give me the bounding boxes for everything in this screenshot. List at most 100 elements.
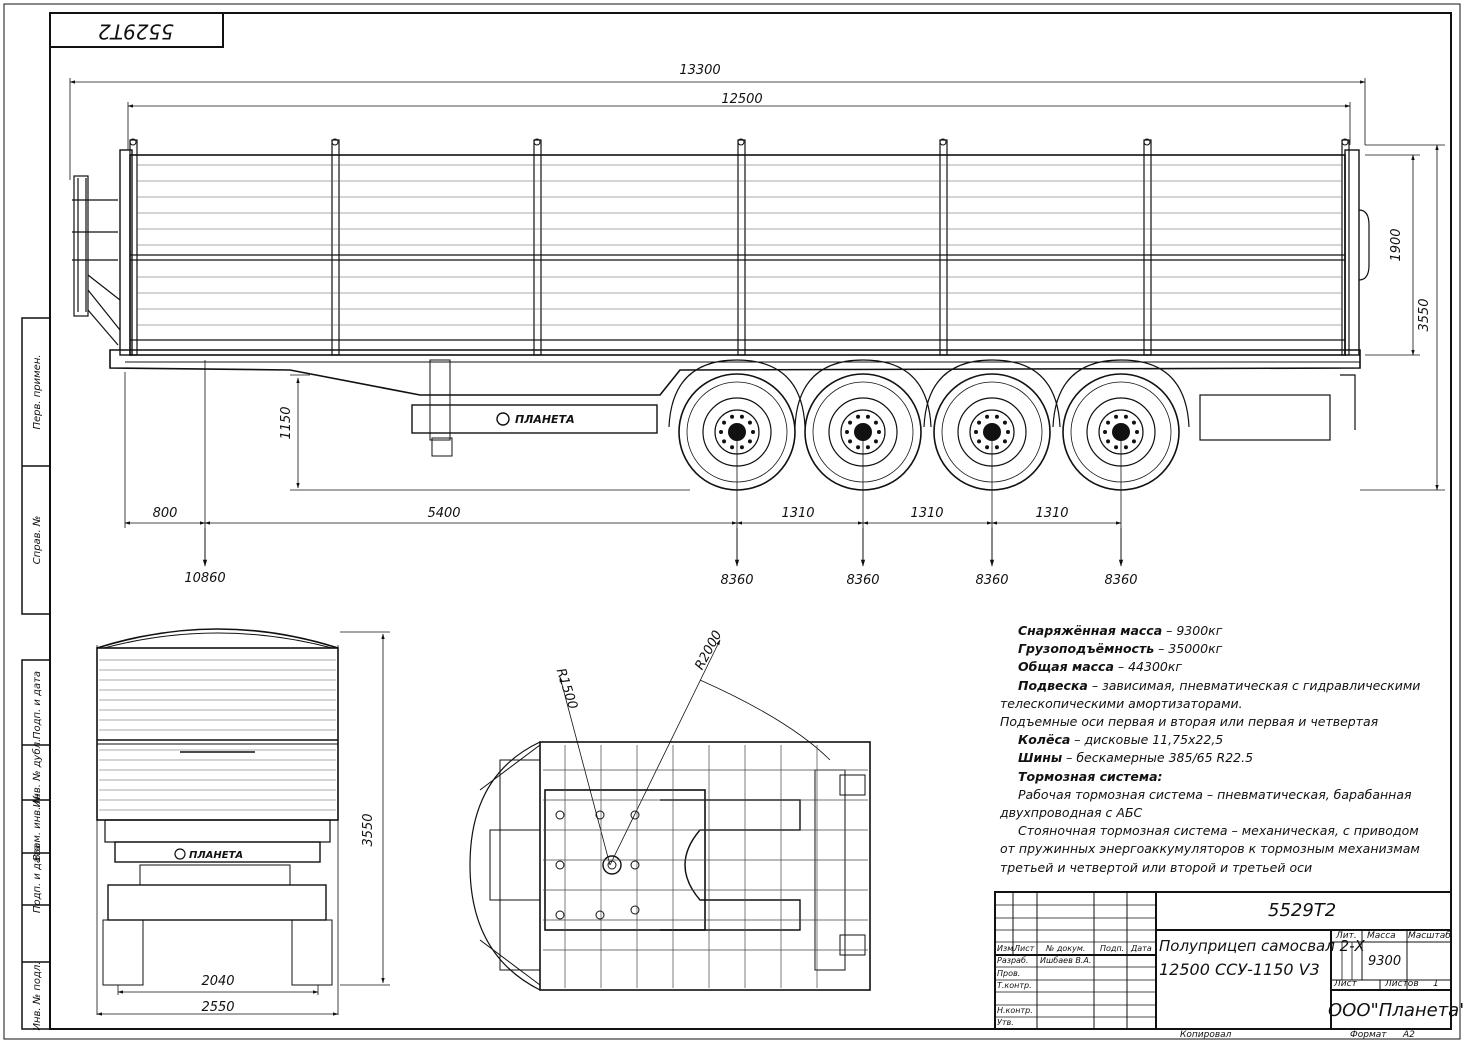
rear-dimension-texts: 2040 2550 3550 bbox=[201, 813, 376, 1015]
tb-lit: Лит. bbox=[1336, 931, 1357, 941]
side-post bbox=[737, 139, 746, 356]
outer-frame bbox=[3, 3, 1461, 1040]
wheel-bolt bbox=[845, 430, 849, 434]
spec-payload-value: – 35000кг bbox=[1154, 641, 1223, 657]
spec-text: Снаряжённая масса – 9300кг Грузоподъёмно… bbox=[1000, 622, 1420, 877]
wheel-bolt bbox=[974, 430, 978, 434]
post-cap bbox=[737, 138, 745, 146]
spec-wheels: Колёса – дисковые 11,75х22,5 bbox=[1000, 731, 1420, 749]
post-cap bbox=[129, 138, 137, 146]
spec-tires: Шины – бескамерные 385/65 R22.5 bbox=[1000, 749, 1420, 767]
dim-front-overhang: 800 bbox=[153, 506, 178, 521]
wheel-bolt bbox=[985, 414, 990, 419]
mudguard bbox=[923, 359, 1061, 428]
wheel-hub bbox=[1112, 423, 1130, 441]
post-cap bbox=[939, 138, 947, 146]
spec-gross: Общая масса – 44300кг bbox=[1000, 658, 1420, 676]
wheel-bolt bbox=[1123, 414, 1128, 419]
tb-nkontr: Н.контр. bbox=[997, 1006, 1033, 1015]
top-view-texts: R1500 R2000 bbox=[553, 628, 726, 711]
tb-sheets-value: 1 bbox=[1433, 979, 1439, 989]
side-logo: ПЛАНЕТА bbox=[496, 412, 575, 426]
side-post bbox=[939, 139, 948, 356]
load-kingpin: 10860 bbox=[184, 571, 225, 586]
wheel-bolt bbox=[1002, 420, 1007, 425]
margin-podp-data-2: Подп. и дата bbox=[32, 845, 43, 913]
post-cap bbox=[533, 138, 541, 146]
load-axle-2: 8360 bbox=[846, 573, 879, 588]
tb-col-doc: № докум. bbox=[1046, 944, 1086, 953]
dim-axle-spacing-2: 1310 bbox=[910, 506, 943, 521]
dim-radius-front: R1500 bbox=[553, 667, 580, 712]
post-cap bbox=[1341, 138, 1349, 146]
tb-col-izm: Изм. bbox=[997, 944, 1016, 953]
margin-vzam-inv: Взам. инв. № bbox=[32, 793, 43, 861]
dim-coupling-height: 1150 bbox=[279, 406, 294, 439]
spec-lift-axles: Подъемные оси первая и вторая или первая… bbox=[1000, 714, 1379, 730]
side-ribs bbox=[136, 164, 1342, 326]
wheel-bolt bbox=[1106, 439, 1111, 444]
top-stamp: 5529T2 bbox=[49, 12, 224, 48]
wheel-bolt bbox=[730, 414, 735, 419]
side-dimension-texts: 13300 12500 1900 3550 1150 800 5400 1310… bbox=[153, 63, 1432, 588]
top-view bbox=[469, 639, 871, 991]
wheel-bolt bbox=[977, 420, 982, 425]
spec-gross-label: Общая масса bbox=[1018, 659, 1114, 675]
wheel-bolt bbox=[1131, 439, 1136, 444]
dim-total-height: 3550 bbox=[1417, 298, 1432, 331]
spec-suspension: Подвеска – зависимая, пневматическая с г… bbox=[1000, 677, 1420, 695]
tb-col-list: Лист bbox=[1014, 944, 1035, 953]
wheel-bolt bbox=[719, 430, 723, 434]
spec-suspension-value: – зависимая, пневматическая с гидравличе… bbox=[1087, 677, 1421, 693]
wheel-hub bbox=[728, 423, 746, 441]
side-posts bbox=[129, 138, 1350, 356]
side-dimensions bbox=[69, 78, 1445, 567]
dim-radius-swing: R2000 bbox=[692, 628, 725, 672]
dim-body-length: 12500 bbox=[721, 92, 762, 107]
wheel-bolt bbox=[1106, 420, 1111, 425]
tb-designation: 5529T2 bbox=[1268, 900, 1337, 921]
wheel-hub bbox=[983, 423, 1001, 441]
dim-overall-width: 2550 bbox=[201, 1000, 234, 1015]
wheel-bolt bbox=[848, 420, 853, 425]
wheel-hub bbox=[854, 423, 872, 441]
wheel-bolt bbox=[985, 445, 990, 450]
plate-hole bbox=[630, 810, 640, 820]
margin-perv-primen: Перв. примен. bbox=[32, 354, 43, 429]
wheel-bolt bbox=[865, 414, 870, 419]
tb-mass-value: 9300 bbox=[1368, 954, 1402, 969]
tb-massa: Масса bbox=[1367, 931, 1396, 941]
plate-hole bbox=[555, 860, 565, 870]
wheel-bolt bbox=[873, 420, 878, 425]
wheel-bolt bbox=[751, 430, 755, 434]
rear-logo-text: ПЛАНЕТА bbox=[189, 850, 243, 861]
spec-wheels-value: – дисковые 11,75х22,5 bbox=[1070, 732, 1224, 748]
dim-rear-height: 3550 bbox=[361, 813, 376, 846]
spec-brakes: Тормозная система: bbox=[1000, 768, 1420, 786]
tb-col-sign: Подп. bbox=[1100, 944, 1125, 953]
tb-razrab-name: Ишбаев В.А. bbox=[1040, 956, 1092, 965]
wheel-bolt bbox=[865, 445, 870, 450]
rear-roof-arc bbox=[96, 628, 339, 649]
wheel-bolt bbox=[722, 439, 727, 444]
margin-inv-podl: Инв. № подл. bbox=[32, 962, 43, 1031]
spec-service-brake-1: Рабочая тормозная система – пневматическ… bbox=[1018, 786, 1412, 802]
dim-side-height: 1900 bbox=[1389, 228, 1404, 261]
dim-overall-length: 13300 bbox=[679, 63, 720, 78]
mudguard bbox=[794, 359, 932, 428]
margin-inv-dubl: Инв. № дубл. bbox=[31, 739, 43, 807]
dim-axle-spacing-1: 1310 bbox=[781, 506, 814, 521]
tb-masshtab: Масштаб bbox=[1408, 931, 1451, 941]
top-grid bbox=[543, 745, 868, 988]
load-axle-3: 8360 bbox=[975, 573, 1008, 588]
left-margin-strip bbox=[21, 317, 51, 1030]
margin-podp-data-1: Подп. и дата bbox=[32, 671, 43, 739]
tb-utv: Утв. bbox=[997, 1018, 1014, 1027]
rear-logo: ПЛАНЕТА bbox=[174, 848, 243, 861]
tb-name-line-1: Полуприцеп самосвал 2-Х bbox=[1159, 937, 1365, 955]
load-axle-1: 8360 bbox=[720, 573, 753, 588]
spec-tires-value: – бескамерные 385/65 R22.5 bbox=[1062, 750, 1254, 766]
wheel-bolt bbox=[994, 445, 999, 450]
wheel-bolt bbox=[747, 439, 752, 444]
